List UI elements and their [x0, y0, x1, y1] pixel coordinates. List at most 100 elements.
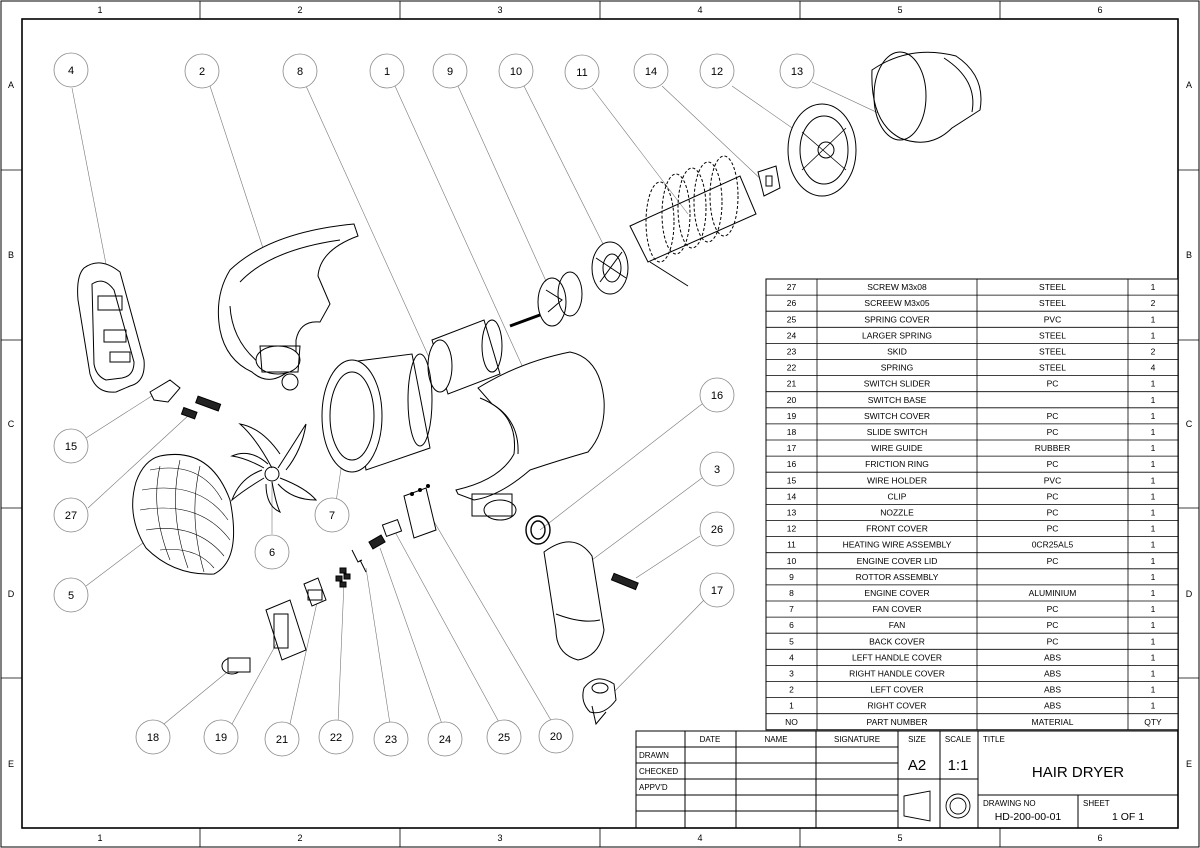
balloon-circle: [53, 497, 89, 533]
part-fan-cover: [321, 353, 433, 473]
balloon-item-18: 18: [135, 719, 171, 755]
part-friction-ring: [525, 515, 551, 545]
row-zone-label: D: [1186, 589, 1193, 599]
bom-cell-qty: 1: [1151, 379, 1156, 389]
part-left-cover: [217, 223, 359, 391]
bom-cell-qty: 1: [1151, 701, 1156, 711]
bom-cell-no: 2: [789, 685, 794, 695]
bom-cell-qty: 1: [1151, 411, 1156, 421]
balloon-item-22: 22: [318, 719, 354, 755]
sheet-value: 1 OF 1: [1112, 811, 1144, 823]
bom-cell-part: SWITCH BASE: [868, 395, 927, 405]
part-switch-cover: [265, 599, 307, 661]
bom-cell-qty: 1: [1151, 604, 1156, 614]
title-label: TITLE: [983, 735, 1005, 744]
bom-cell-part: LARGER SPRING: [862, 330, 932, 340]
part-engine-cover-lid: [591, 241, 629, 295]
bom-cell-material: STEEL: [1039, 330, 1066, 340]
bom-cell-material: PC: [1047, 379, 1059, 389]
balloon-item-21: 21: [264, 721, 300, 757]
signature-column-label: SIGNATURE: [834, 735, 880, 744]
balloon-circle: [699, 572, 735, 608]
balloon-label: 11: [576, 67, 587, 79]
column-zone-label: 4: [697, 833, 702, 843]
bom-cell-part: SKID: [887, 346, 907, 356]
bom-cell-material: PVC: [1044, 475, 1061, 485]
balloon-circle: [699, 377, 735, 413]
bom-cell-part: FAN COVER: [872, 604, 921, 614]
balloon-label: 25: [498, 732, 510, 744]
part-wire-holder: [149, 379, 181, 403]
bom-cell-part: SLIDE SWITCH: [867, 427, 927, 437]
balloon-circle: [432, 53, 468, 89]
part-engine-cover: [427, 319, 503, 395]
balloon-circle: [264, 721, 300, 757]
bom-cell-part: NOZZLE: [880, 507, 914, 517]
bom-cell-material: PC: [1047, 411, 1059, 421]
bom-cell-part: BACK COVER: [869, 636, 925, 646]
part-screw-m3x08: [180, 395, 222, 420]
bom-cell-part: LEFT COVER: [870, 685, 923, 695]
balloon-item-13: 13: [779, 53, 815, 89]
title-block-text: DATE NAME SIGNATURE DRAWN CHECKED APPV'D…: [639, 735, 1144, 823]
balloon-circle: [373, 721, 409, 757]
balloon-label: 12: [711, 66, 723, 78]
bom-cell-material: PVC: [1044, 314, 1061, 324]
balloon-label: 2: [199, 66, 205, 78]
bom-cell-part: SCREW M3x08: [867, 282, 927, 292]
part-fan: [230, 423, 318, 513]
scale-label: SCALE: [945, 735, 971, 744]
part-nozzle: [871, 51, 982, 143]
balloon-label: 22: [330, 732, 342, 744]
bom-cell-no: 26: [787, 298, 797, 308]
balloon-label: 23: [385, 734, 397, 746]
balloon-circle: [699, 451, 735, 487]
bom-cell-qty: 1: [1151, 540, 1156, 550]
row-zone-label: E: [1186, 759, 1192, 769]
balloon-item-1: 1: [369, 53, 405, 89]
row-zone-label: C: [1186, 419, 1193, 429]
balloon-label: 18: [147, 732, 159, 744]
bom-cell-material: ABS: [1044, 685, 1061, 695]
bom-cell-material: STEEL: [1039, 346, 1066, 356]
bom-cell-part: ENGINE COVER: [864, 588, 929, 598]
balloon-label: 26: [711, 524, 723, 536]
balloon-item-7: 7: [314, 497, 350, 533]
balloon-label: 9: [447, 66, 453, 78]
row-zone-label: C: [8, 419, 15, 429]
bom-cell-qty: 1: [1151, 282, 1156, 292]
approved-row-label: APPV'D: [639, 783, 668, 792]
bom-cell-qty: 2: [1151, 298, 1156, 308]
part-left-handle-cover: [77, 262, 145, 393]
bom-cell-qty: 1: [1151, 524, 1156, 534]
balloon-item-24: 24: [427, 721, 463, 757]
size-value: A2: [908, 757, 926, 774]
balloon-label: 8: [297, 66, 303, 78]
balloon-label: 4: [68, 65, 74, 77]
bom-cell-qty: 1: [1151, 685, 1156, 695]
balloon-circle: [314, 497, 350, 533]
bom-cell-material: STEEL: [1039, 298, 1066, 308]
bom-cell-qty: 1: [1151, 572, 1156, 582]
row-zone-label: A: [1186, 80, 1192, 90]
bom-row: 2 LEFT COVER ABS 1: [789, 685, 1156, 695]
column-zone-label: 5: [897, 833, 902, 843]
bom-cell-no: 4: [789, 652, 794, 662]
balloon-circle: [53, 52, 89, 88]
balloon-circle: [53, 577, 89, 613]
bom-cell-part: SCREEW M3x05: [864, 298, 929, 308]
balloon-item-20: 20: [538, 718, 574, 754]
title-block: [635, 730, 1179, 829]
balloon-label: 3: [714, 464, 720, 476]
bom-cell-part: HEATING WIRE ASSEMBLY: [843, 540, 952, 550]
bom-cell-no: 20: [787, 395, 797, 405]
date-column-label: DATE: [700, 735, 721, 744]
